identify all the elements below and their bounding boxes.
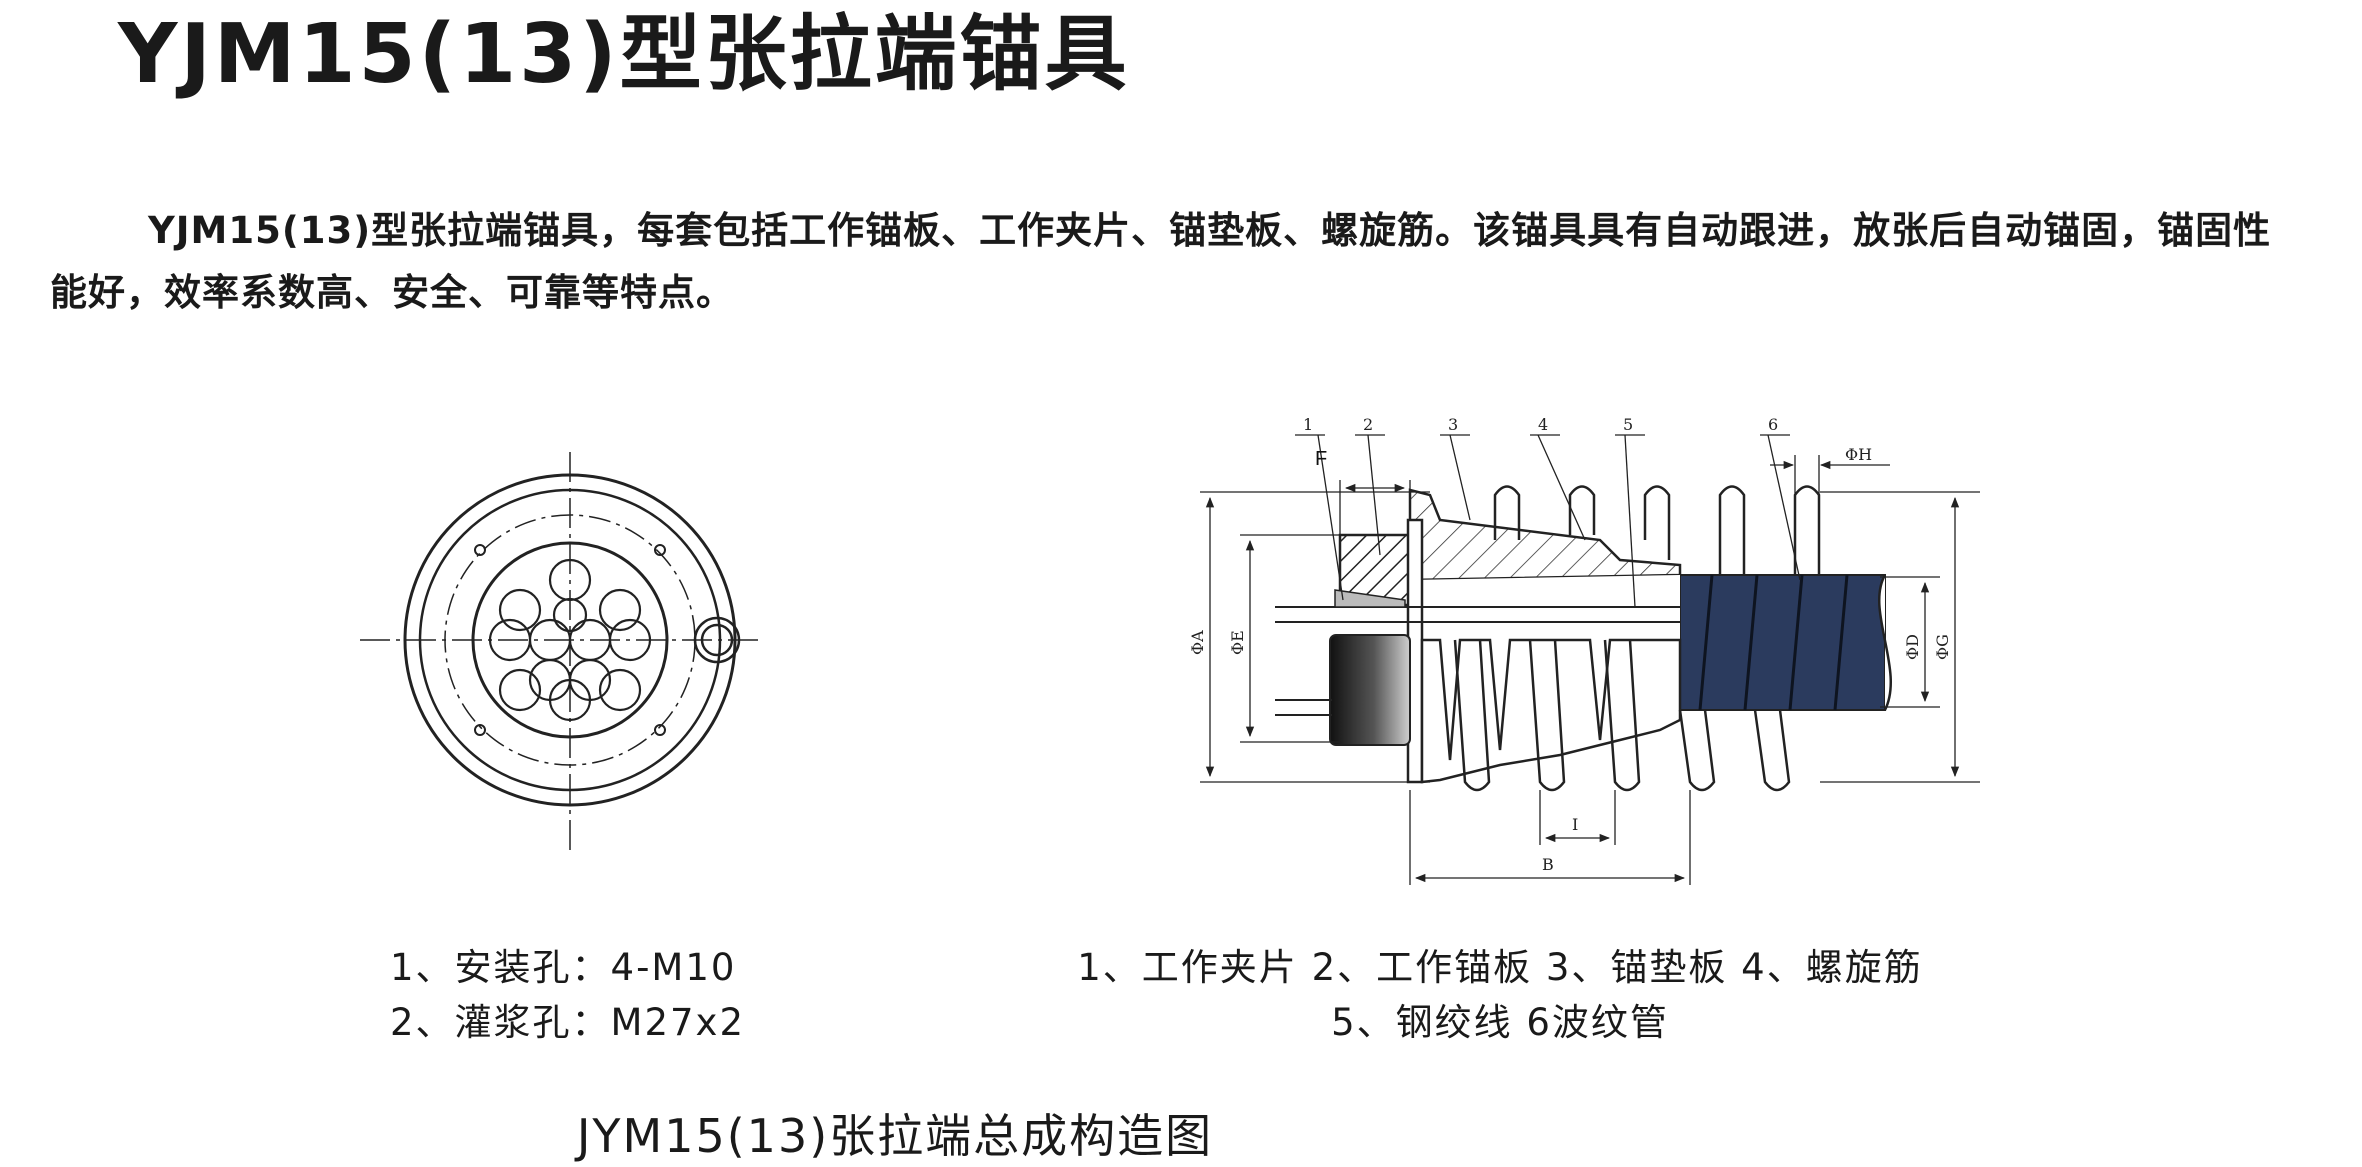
end-view-drawing: [360, 452, 760, 850]
dim-label-g: ΦG: [1933, 634, 1952, 660]
end-view-legend: 1、安装孔：4-M10 2、灌浆孔：M27x2: [390, 940, 745, 1050]
section-legend: 1、工作夹片 2、工作锚板 3、锚垫板 4、螺旋筋 5、钢绞线 6波纹管: [1000, 940, 2000, 1050]
dim-label-e: ΦE: [1228, 630, 1247, 655]
dim-label-f: F: [1315, 448, 1327, 470]
callout-1: 1: [1303, 415, 1313, 434]
legend-item: 5、钢绞线 6波纹管: [1331, 1001, 1669, 1044]
grout-hole: [693, 616, 741, 664]
section-view-drawing: 1 2 3 4 5 6 F ΦH ΦA ΦE ΦD ΦG I B: [1188, 415, 1980, 885]
dim-label-h: ΦH: [1845, 445, 1872, 464]
callout-6: 6: [1768, 415, 1778, 434]
callout-2: 2: [1363, 415, 1373, 434]
dim-label-i: I: [1572, 815, 1578, 834]
assembly-caption: JYM15(13)张拉端总成构造图: [576, 1109, 1214, 1163]
callout-4: 4: [1538, 415, 1548, 434]
legend-item: 1、工作夹片 2、工作锚板 3、锚垫板 4、螺旋筋: [1077, 946, 1923, 989]
intro-paragraph: YJM15(13)型张拉端锚具，每套包括工作锚板、工作夹片、锚垫板、螺旋筋。该锚…: [50, 209, 2272, 314]
install-holes: [474, 544, 666, 736]
page-title: YJM15(13)型张拉端锚具: [118, 7, 1130, 102]
dim-label-b: B: [1542, 855, 1554, 874]
dim-label-a: ΦA: [1188, 630, 1207, 655]
callout-5: 5: [1623, 415, 1633, 434]
legend-item: 2、灌浆孔：M27x2: [390, 1001, 745, 1044]
callout-3: 3: [1448, 415, 1458, 434]
dim-label-d: ΦD: [1903, 634, 1922, 660]
legend-item: 1、安装孔：4-M10: [390, 946, 737, 989]
strand-holes: [488, 558, 652, 722]
